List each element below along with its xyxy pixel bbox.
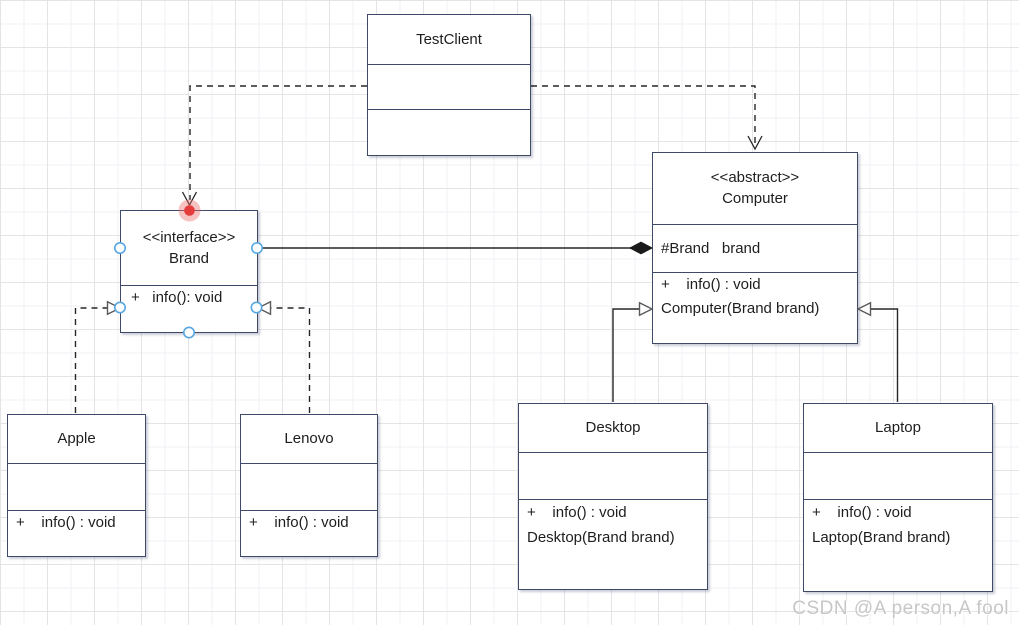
class-title-compartment: Lenovo (241, 415, 377, 463)
operation: + info() : void (16, 514, 116, 531)
operations-compartment: + info(): void (121, 285, 257, 310)
csdn-watermark: CSDN @A person,A fool (792, 598, 1009, 619)
constructor: Desktop(Brand brand) (527, 529, 675, 546)
class-title-compartment: Laptop (804, 404, 992, 452)
edge-laptop-computer-generalization[interactable] (856, 301, 899, 402)
attributes-compartment (804, 452, 992, 499)
class-apple[interactable]: Apple + info() : void (7, 414, 146, 557)
class-name: Laptop (875, 419, 921, 436)
operations-compartment: + info() : void Desktop(Brand brand) (519, 499, 707, 550)
operations-compartment: + info() : void Computer(Brand brand) (653, 272, 857, 321)
operations-compartment: + info() : void Laptop(Brand brand) (804, 499, 992, 550)
class-desktop[interactable]: Desktop + info() : void Desktop(Brand br… (518, 403, 708, 590)
edge-desktop-computer-generalization[interactable] (612, 301, 654, 402)
operations-compartment (368, 109, 530, 110)
operation: + info() : void (812, 504, 912, 521)
class-name: Desktop (585, 419, 641, 436)
operation: + info() : void (661, 276, 761, 293)
constructor: Computer(Brand brand) (661, 300, 820, 317)
class-lenovo[interactable]: Lenovo + info() : void (240, 414, 378, 557)
attributes-compartment (8, 463, 145, 510)
class-brand[interactable]: <<interface>> Brand + info(): void (120, 210, 258, 333)
operation: + info(): void (131, 289, 223, 306)
class-stereotype: <<interface>> (142, 228, 236, 246)
attributes-compartment (368, 64, 530, 109)
class-name: Apple (57, 430, 96, 447)
operation: + info() : void (249, 514, 349, 531)
class-testclient[interactable]: TestClient (367, 14, 531, 156)
edge-testclient-brand-dependency[interactable] (181, 85, 368, 206)
constructor: Laptop(Brand brand) (812, 529, 951, 546)
edge-apple-brand-realization[interactable] (74, 300, 122, 413)
class-name: TestClient (416, 30, 482, 48)
class-title-compartment: TestClient (368, 15, 530, 64)
class-name: Computer (722, 190, 788, 207)
operations-compartment: + info() : void (8, 510, 145, 535)
class-name: Lenovo (284, 430, 334, 447)
class-title-compartment: <<abstract>> Computer (653, 153, 857, 224)
class-computer[interactable]: <<abstract>> Computer #Brand brand + inf… (652, 152, 858, 344)
class-laptop[interactable]: Laptop + info() : void Laptop(Brand bran… (803, 403, 993, 592)
edge-testclient-computer-dependency[interactable] (531, 85, 763, 151)
class-title-compartment: <<interface>> Brand (121, 211, 257, 285)
attribute: #Brand brand (661, 239, 761, 257)
edge-brand-computer-composition[interactable] (258, 241, 654, 255)
class-name: Brand (168, 249, 210, 267)
class-title-compartment: Apple (8, 415, 145, 463)
attributes-compartment (241, 463, 377, 510)
attributes-compartment (519, 452, 707, 499)
operations-compartment: + info() : void (241, 510, 377, 535)
class-title-compartment: Desktop (519, 404, 707, 452)
class-stereotype: <<abstract>> (710, 169, 800, 186)
attributes-compartment: #Brand brand (653, 224, 857, 272)
edge-lenovo-brand-realization[interactable] (256, 300, 311, 413)
operation: + info() : void (527, 504, 627, 521)
